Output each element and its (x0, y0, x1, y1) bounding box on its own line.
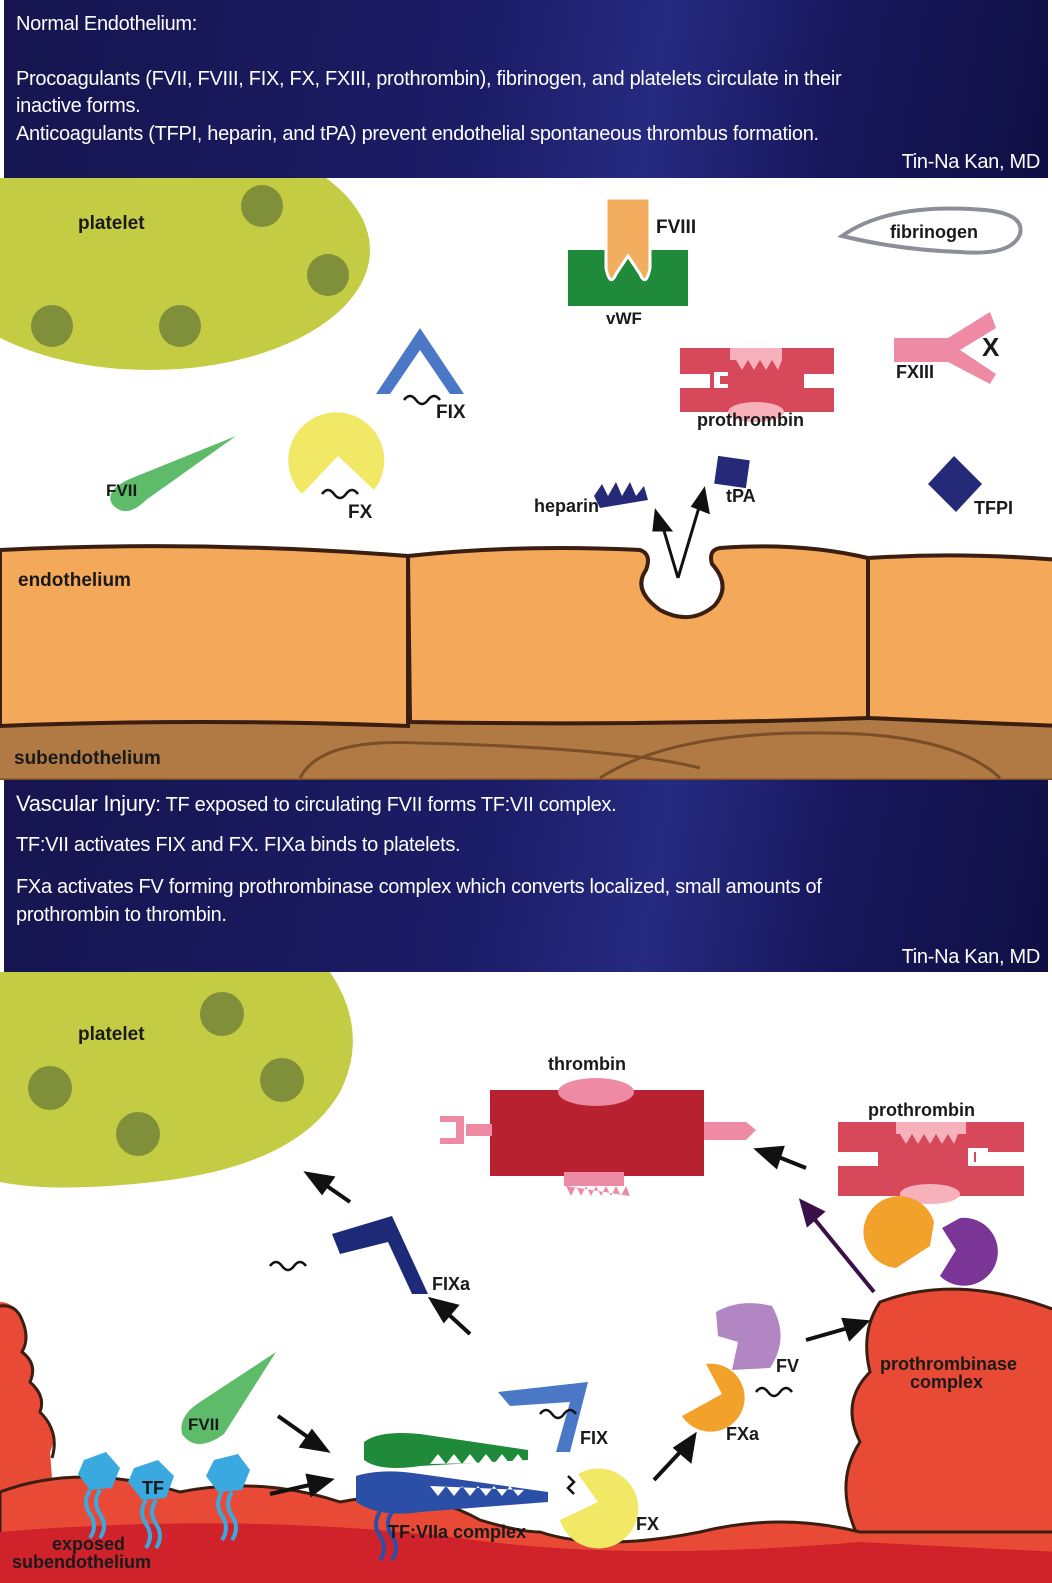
platelet-cell (0, 178, 370, 370)
platelet-granule (200, 992, 244, 1036)
exposed-label-2: subendothelium (12, 1552, 151, 1572)
header-title: Vascular Injury (16, 791, 155, 816)
platelet-label: platelet (78, 213, 145, 234)
header-line-3: Anticoagulants (TFPI, heparin, and tPA) … (16, 121, 819, 148)
header-line-1: TF:VII activates FIX and FX. FIXa binds … (16, 832, 460, 859)
fxiii-label: FXIII (896, 362, 934, 382)
fvii-label: FVII (106, 481, 137, 500)
header-title-rest: : TF exposed to circulating FVII forms T… (155, 794, 616, 816)
header-line-1: Procoagulants (FVII, FVIII, FIX, FX, FXI… (16, 66, 841, 93)
fixa-label: FIXa (432, 1274, 471, 1294)
heparin-shape (594, 482, 648, 508)
tf-label: TF (142, 1478, 164, 1498)
platelet-cell (0, 972, 353, 1188)
header-vascular-injury: Vascular Injury: TF exposed to circulati… (4, 780, 1048, 972)
endothelium-label: endothelium (18, 570, 131, 591)
thrombin-shape (440, 1078, 756, 1196)
platelet-granule (159, 305, 201, 347)
fix-shape (376, 328, 464, 394)
header-normal-endothelium: Normal Endothelium: Procoagulants (FVII,… (4, 0, 1048, 178)
fxa-peptide-icon (756, 1388, 792, 1396)
prothrombinase-label-2: complex (910, 1372, 983, 1392)
fx-label: FX (636, 1514, 659, 1534)
platelet-label: platelet (78, 1024, 145, 1045)
fv-shape (716, 1303, 781, 1370)
vascular-injury-diagram: platelet thrombin prothrombin FIXa FVII … (0, 972, 1052, 1583)
thrombin-label: thrombin (548, 1054, 626, 1074)
platelet-granule (241, 185, 283, 227)
subendothelium-label: subendothelium (14, 748, 161, 769)
fx-peptide-icon (568, 1476, 574, 1494)
header-line-2: inactive forms. (16, 93, 140, 120)
tfpi-label: TFPI (974, 498, 1013, 518)
prothrombin-shape (838, 1122, 1024, 1204)
platelet-granule (260, 1058, 304, 1102)
fx-peptide-icon (322, 490, 358, 498)
platelet-granule (28, 1066, 72, 1110)
fix-shape (498, 1382, 588, 1452)
platelet-granule (31, 305, 73, 347)
prothrombinase-label-1: prothrombinase (880, 1354, 1017, 1374)
header-author: Tin-Na Kan, MD (902, 944, 1040, 971)
header-title: Normal Endothelium: (16, 11, 197, 38)
fx-shape (288, 412, 384, 494)
fviii-vwf-complex (568, 198, 688, 306)
fix-label: FIX (580, 1428, 608, 1448)
tpa-shape (714, 456, 750, 488)
endothelium-layer (0, 546, 1052, 726)
heparin-label: heparin (534, 496, 599, 516)
fxa-label: FXa (726, 1424, 760, 1444)
prothrombin-label: prothrombin (868, 1100, 975, 1120)
platelet-granule (307, 254, 349, 296)
header-author: Tin-Na Kan, MD (902, 149, 1040, 176)
header-line-2: FXa activates FV forming prothrombinase … (16, 874, 822, 901)
vwf-label: vWF (606, 309, 642, 328)
header-line-3: prothrombin to thrombin. (16, 902, 227, 929)
fxiii-x-mark: X (982, 332, 1000, 362)
fix-label: FIX (436, 402, 466, 423)
tpa-label: tPA (726, 486, 756, 506)
secretion-arrows (654, 490, 708, 578)
fxa-shape (682, 1364, 745, 1432)
platelet-granule (116, 1112, 160, 1156)
prothrombinase-arrow (802, 1202, 874, 1292)
fv-label: FV (776, 1356, 799, 1376)
fvii-label: FVII (188, 1415, 219, 1434)
fx-label: FX (348, 502, 373, 523)
fibrinogen-label: fibrinogen (890, 222, 978, 242)
fixa-peptide-icon (270, 1262, 306, 1270)
exposed-label-1: exposed (52, 1534, 125, 1554)
fixa-shape (332, 1216, 428, 1294)
tf-viia-complex-label: TF:VIIa complex (388, 1522, 526, 1542)
fix-peptide-icon (404, 396, 440, 404)
fviii-label: FVIII (656, 217, 696, 238)
header-line-title: Vascular Injury: TF exposed to circulati… (16, 790, 616, 819)
normal-endothelium-diagram: platelet FVIII vWF fibrinogen FIX prothr… (0, 178, 1052, 780)
prothrombin-label: prothrombin (697, 410, 804, 430)
